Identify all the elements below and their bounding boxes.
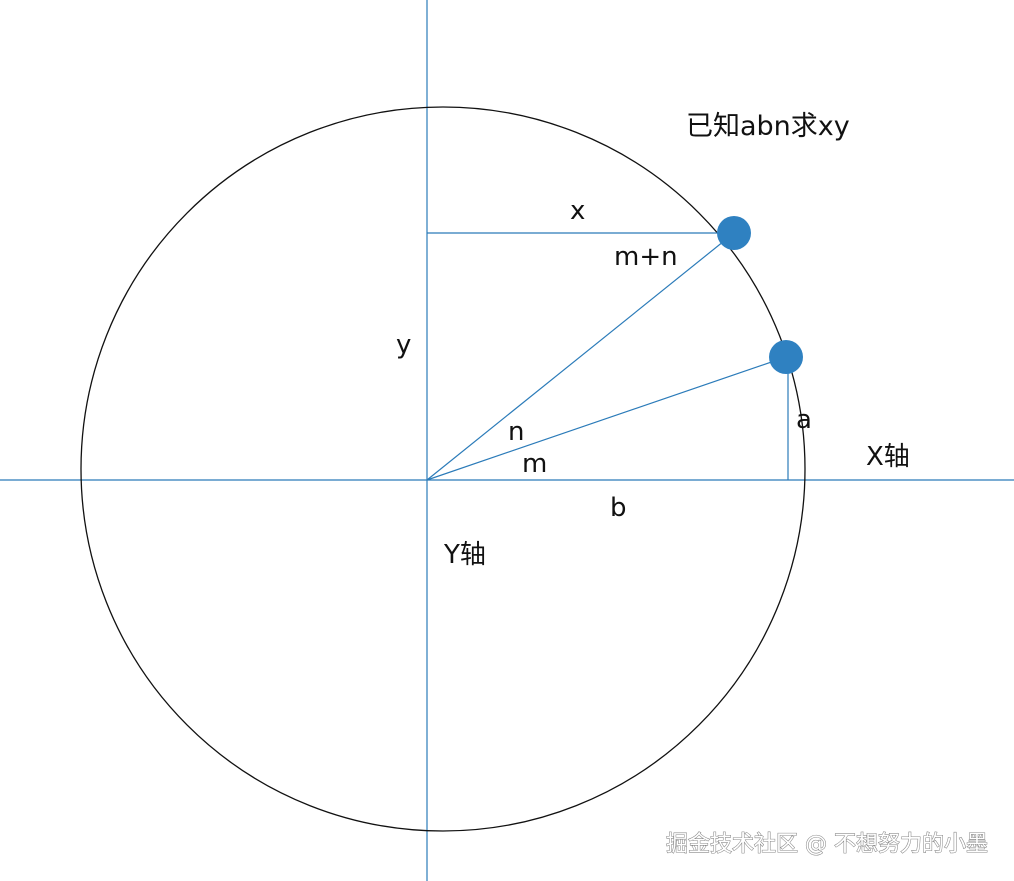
lower-point [769, 340, 803, 374]
problem-title: 已知abn求xy [686, 111, 850, 142]
label-y: y [396, 330, 411, 360]
y-axis-label: Y轴 [443, 540, 486, 570]
circle-outline [80, 106, 806, 832]
label-b: b [610, 493, 627, 523]
label-n: n [508, 417, 524, 447]
label-m: m [522, 449, 547, 479]
radius-line-upper [426, 232, 735, 481]
radius-line-lower [426, 356, 787, 481]
label-m-plus-n: m+n [614, 242, 678, 272]
upper-point [717, 216, 751, 250]
x-axis-label: X轴 [866, 442, 910, 472]
watermark-text: 掘金技术社区 @ 不想努力的小墨 [666, 832, 988, 857]
label-x: x [570, 196, 585, 226]
label-a: a [796, 405, 812, 435]
